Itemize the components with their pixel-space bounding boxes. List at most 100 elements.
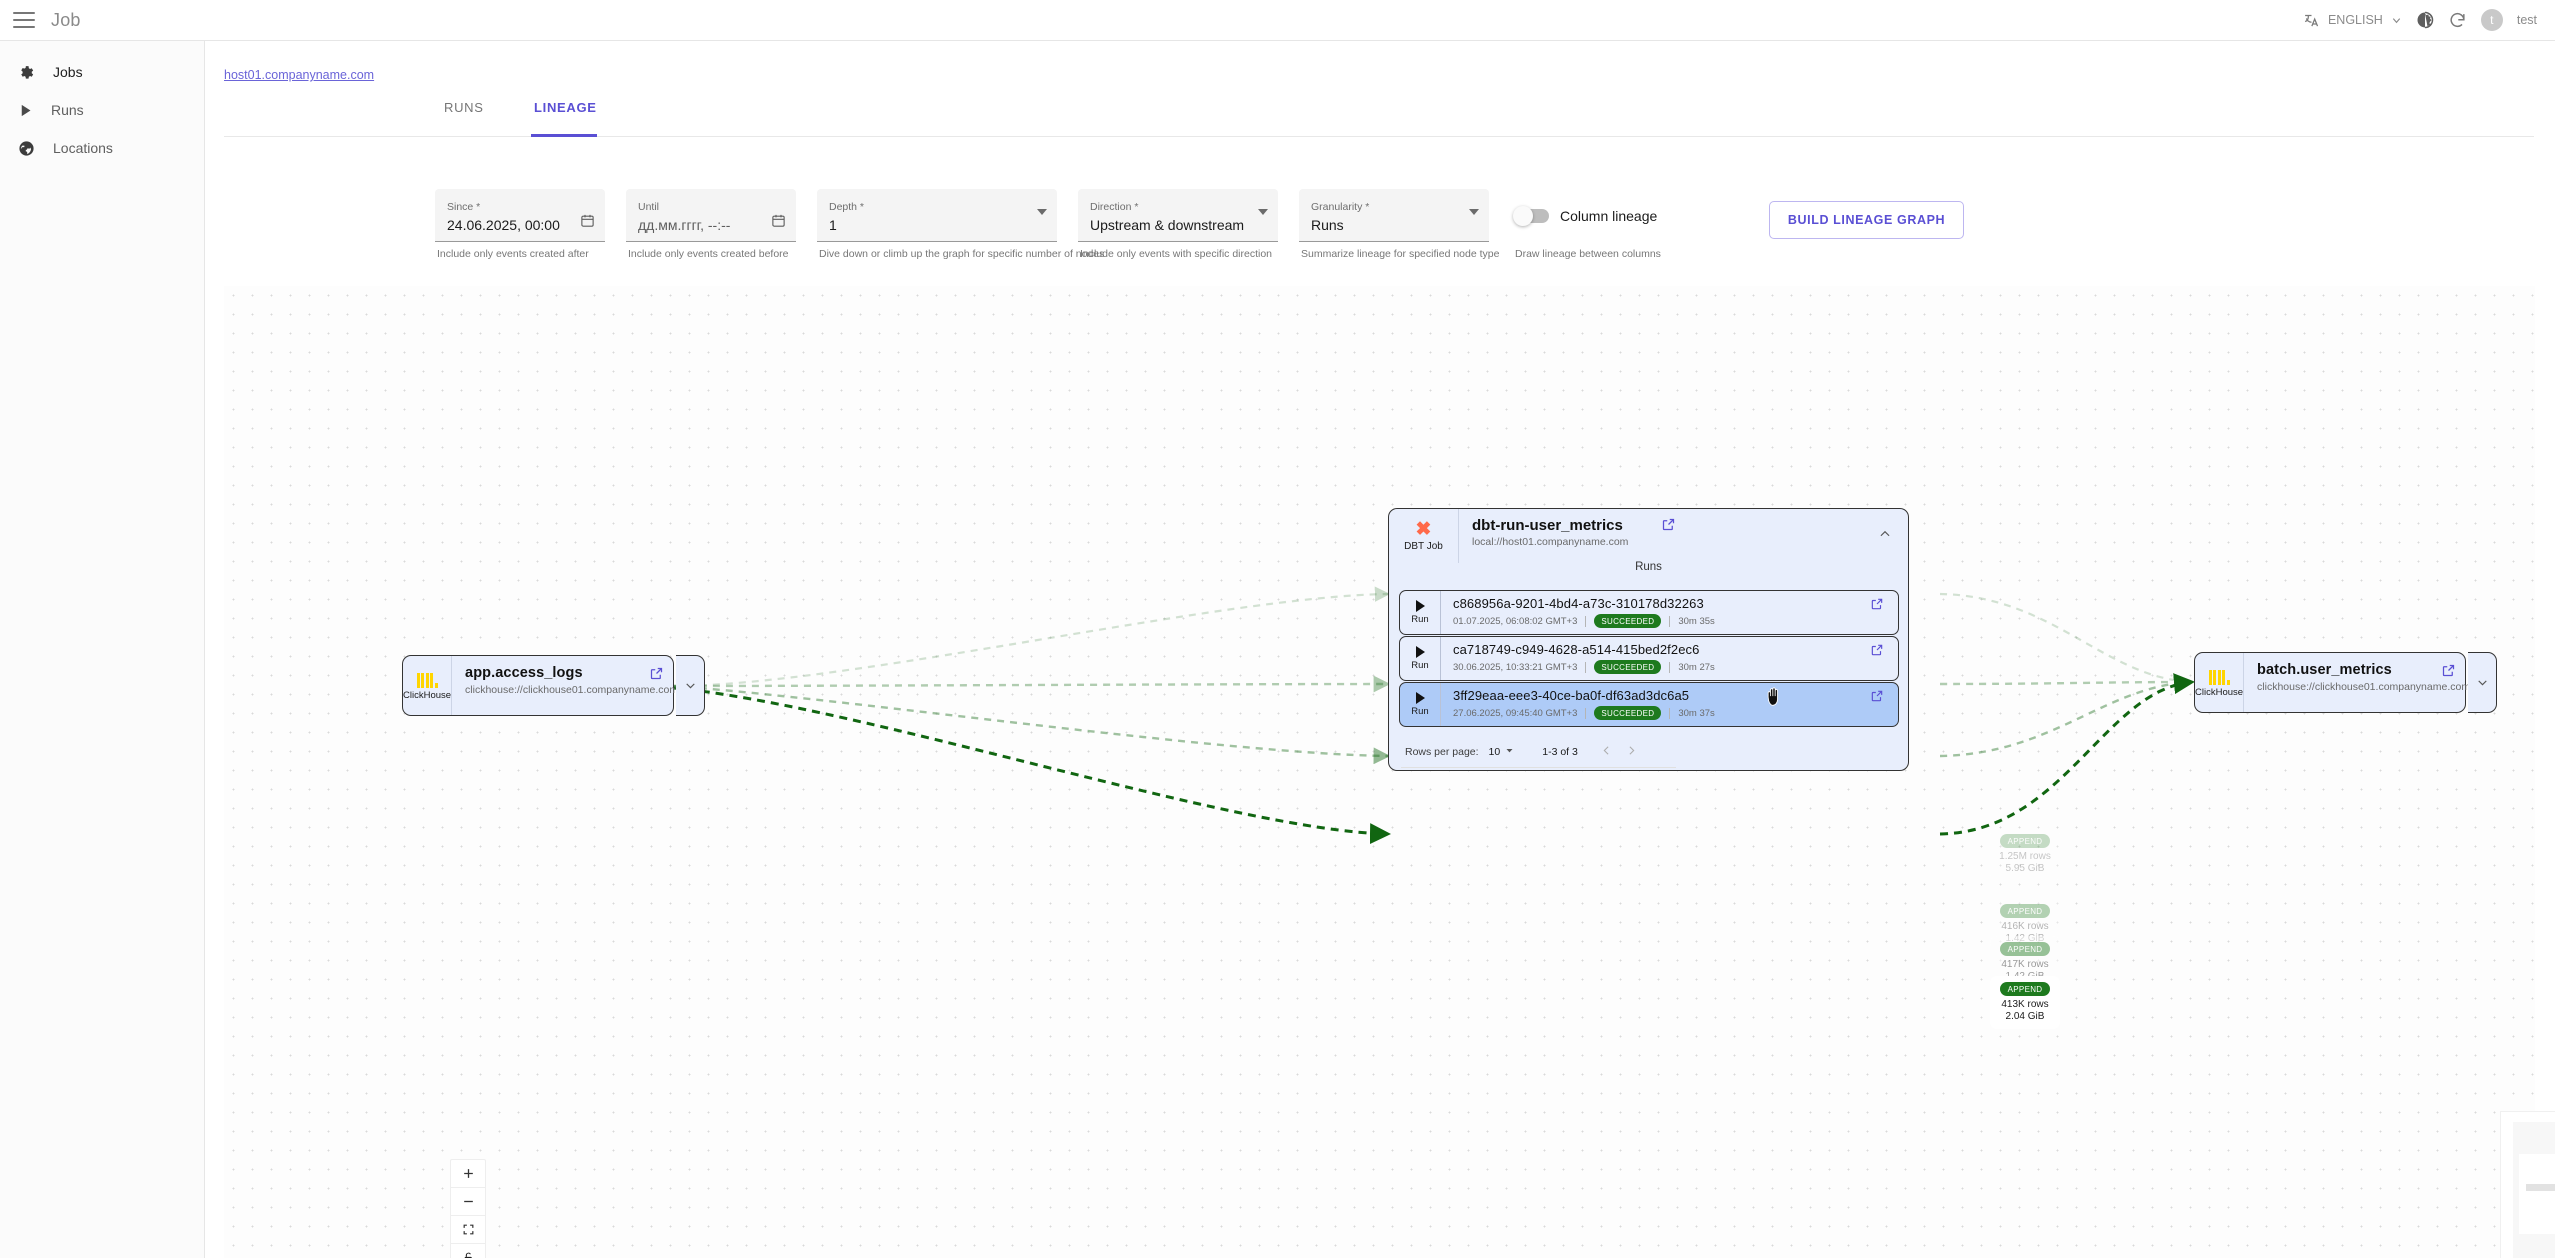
chevron-down-icon[interactable] — [1505, 746, 1514, 758]
sidebar: Jobs Runs Locations — [0, 41, 205, 1258]
sidebar-item-jobs[interactable]: Jobs — [0, 53, 204, 91]
run-meta: 01.07.2025, 06:08:02 GMT+3 SUCCEEDED 30m… — [1453, 614, 1898, 628]
depth-input[interactable]: 1 — [829, 217, 837, 233]
gear-icon — [18, 64, 35, 81]
run-id: ca718749-c949-4628-a514-415bed2f2ec6 — [1453, 642, 1700, 657]
external-link-icon[interactable] — [1661, 517, 1676, 537]
dark-mode-icon[interactable] — [2416, 11, 2434, 29]
direction-field[interactable]: Direction * Upstream & downstream Includ… — [1078, 189, 1278, 260]
append-rows: 416K rows — [2001, 921, 2049, 932]
job-namespace: local://host01.companyname.com — [1472, 536, 1629, 548]
rows-per-page-select[interactable]: 10 — [1488, 746, 1501, 758]
append-rows: 1.25M rows — [1999, 851, 2051, 862]
until-hint: Include only events created before — [628, 248, 789, 260]
minimap-node — [2526, 1184, 2555, 1191]
zoom-controls — [450, 1159, 486, 1258]
edge-badge-append-4: APPEND 413K rows 2.04 GiB — [1990, 976, 2060, 1029]
tab-runs[interactable]: RUNS — [444, 100, 484, 115]
chevron-down-icon[interactable] — [1469, 209, 1479, 233]
zoom-in-icon[interactable] — [451, 1160, 485, 1188]
run-duration: 30m 35s — [1678, 615, 1715, 627]
granularity-select[interactable]: Runs — [1311, 217, 1344, 233]
chevron-down-icon[interactable] — [1258, 209, 1268, 233]
granularity-field[interactable]: Granularity * Runs Summarize lineage for… — [1299, 189, 1499, 260]
avatar[interactable]: t — [2480, 9, 2503, 31]
divider — [1585, 661, 1587, 673]
calendar-icon[interactable] — [771, 213, 786, 233]
run-kind-label: Run — [1411, 614, 1429, 625]
refresh-icon[interactable] — [2448, 11, 2467, 30]
play-icon — [1415, 692, 1425, 704]
append-size: 1.42 GiB — [2005, 933, 2045, 944]
run-time: 01.07.2025, 06:08:02 GMT+3 — [1453, 615, 1578, 627]
direction-label: Direction * — [1090, 201, 1139, 213]
divider — [1669, 707, 1671, 719]
build-lineage-graph-button[interactable]: BUILD LINEAGE GRAPH — [1768, 201, 1965, 239]
append-rows: 413K rows — [2001, 999, 2049, 1010]
since-field[interactable]: Since * 24.06.2025, 00:00 Include only e… — [435, 189, 605, 260]
external-link-icon[interactable] — [1870, 597, 1884, 616]
dataset-node-target[interactable]: ClickHouse batch.user_metrics clickhouse… — [2194, 652, 2470, 713]
chevron-down-icon[interactable] — [2468, 653, 2496, 712]
sidebar-item-runs[interactable]: Runs — [0, 91, 204, 129]
job-title: dbt-run-user_metrics — [1472, 517, 1623, 534]
chevron-down-icon — [2391, 15, 2402, 26]
pagination: Rows per page: 10 1-3 of 3 — [1405, 744, 1638, 760]
tab-lineage[interactable]: LINEAGE — [534, 100, 597, 115]
run-details: ca718749-c949-4628-a514-415bed2f2ec6 30.… — [1441, 637, 1898, 680]
column-lineage-group: Column lineage Draw lineage between colu… — [1513, 189, 1661, 260]
since-input[interactable]: 24.06.2025, 00:00 — [447, 217, 560, 233]
hamburger-icon[interactable] — [13, 12, 35, 28]
lineage-edges — [673, 586, 2195, 845]
minimap-bounds — [2513, 1122, 2555, 1258]
chevron-down-icon[interactable] — [676, 656, 704, 715]
tab-bar: RUNS LINEAGE — [224, 100, 2534, 137]
direction-select[interactable]: Upstream & downstream — [1090, 217, 1245, 233]
fit-view-icon[interactable] — [451, 1216, 485, 1244]
run-meta: 30.06.2025, 10:33:21 GMT+3 SUCCEEDED 30m… — [1453, 660, 1898, 674]
zoom-out-icon[interactable] — [451, 1188, 485, 1216]
calendar-icon[interactable] — [580, 213, 595, 233]
sidebar-item-locations[interactable]: Locations — [0, 129, 204, 167]
dataset-source-expand[interactable] — [676, 655, 705, 716]
chevron-right-icon[interactable] — [1625, 744, 1638, 760]
until-field[interactable]: Until дд.мм.гггг, --:-- Include only eve… — [626, 189, 796, 260]
platform-badge: ✖ DBT Job — [1389, 509, 1459, 563]
append-status-badge: APPEND — [1999, 982, 2051, 996]
chevron-left-icon[interactable] — [1600, 744, 1613, 760]
run-time: 30.06.2025, 10:33:21 GMT+3 — [1453, 661, 1578, 673]
external-link-icon[interactable] — [649, 666, 664, 686]
depth-field[interactable]: Depth * 1 Dive down or climb up the grap… — [817, 189, 1104, 260]
minimap-viewport[interactable] — [2519, 1154, 2555, 1234]
language-selector[interactable]: ENGLISH — [2303, 12, 2402, 29]
external-link-icon[interactable] — [1870, 689, 1884, 708]
clickhouse-icon — [2208, 668, 2230, 685]
chevron-up-icon[interactable] — [1878, 527, 1892, 546]
content-area: host01.companyname.com RUNS LINEAGE Sinc… — [205, 41, 2555, 1258]
lineage-canvas[interactable]: ClickHouse app.access_logs clickhouse://… — [224, 286, 2535, 1258]
status-badge: SUCCEEDED — [1594, 614, 1662, 628]
filter-toolbar: Since * 24.06.2025, 00:00 Include only e… — [435, 189, 1965, 260]
platform-label: DBT Job — [1404, 540, 1443, 552]
chevron-down-icon[interactable] — [1037, 209, 1047, 233]
dataset-info: app.access_logs clickhouse://clickhouse0… — [452, 656, 678, 715]
column-lineage-toggle[interactable] — [1513, 205, 1549, 226]
external-link-icon[interactable] — [2441, 663, 2456, 683]
external-link-icon[interactable] — [1870, 643, 1884, 662]
run-kind: Run — [1400, 591, 1441, 634]
table-row-selected[interactable]: Run 3ff29eaa-eee3-40ce-ba0f-df63ad3dc6a5… — [1399, 682, 1899, 727]
breadcrumb[interactable]: host01.companyname.com — [224, 68, 375, 82]
table-row[interactable]: Run ca718749-c949-4628-a514-415bed2f2ec6… — [1399, 636, 1899, 681]
lock-icon[interactable] — [451, 1244, 485, 1258]
until-input[interactable]: дд.мм.гггг, --:-- — [638, 217, 731, 233]
until-label: Until — [638, 201, 660, 213]
dataset-node-source[interactable]: ClickHouse app.access_logs clickhouse://… — [402, 655, 678, 716]
platform-label: ClickHouse — [2195, 686, 2244, 698]
job-node-info: dbt-run-user_metrics local://host01.comp… — [1459, 509, 1908, 563]
job-node[interactable]: ✖ DBT Job dbt-run-user_metrics local://h… — [1388, 508, 1909, 771]
minimap[interactable]: React Flow — [2500, 1111, 2555, 1258]
table-row[interactable]: Run c868956a-9201-4bd4-a73c-310178d32263… — [1399, 590, 1899, 635]
dataset-target-expand[interactable] — [2468, 652, 2497, 713]
sidebar-item-label: Runs — [51, 102, 84, 118]
